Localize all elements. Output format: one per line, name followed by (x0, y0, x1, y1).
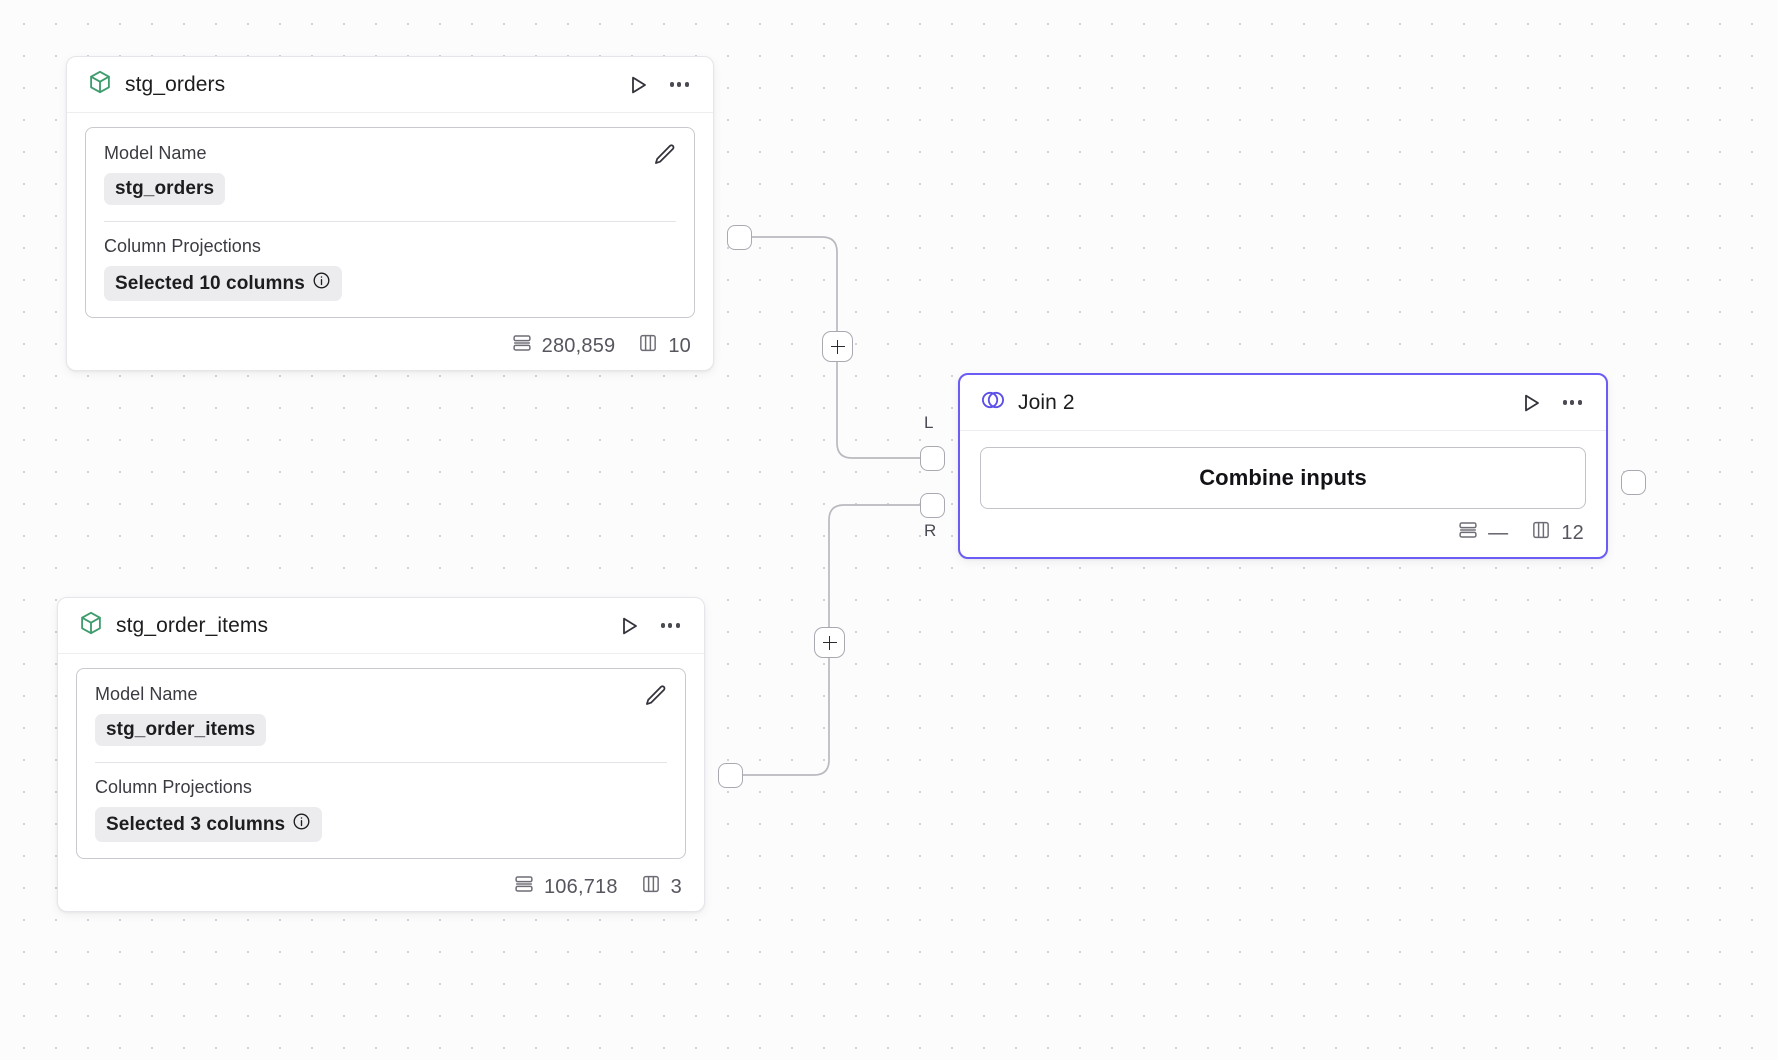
node-title: Join 2 (1018, 390, 1075, 414)
columns-count-icon (637, 332, 659, 360)
node-header: stg_orders (67, 57, 713, 113)
header-actions (615, 612, 684, 640)
port-input-join-left[interactable] (920, 446, 945, 471)
column-count-value: 3 (670, 875, 682, 898)
combine-inputs-button[interactable]: Combine inputs (980, 447, 1586, 509)
node-title: stg_orders (125, 72, 226, 96)
port-label-right: R (924, 521, 937, 540)
model-name-label: Model Name (104, 143, 207, 163)
node-header: stg_order_items (58, 598, 704, 654)
node-footer: — 12 (960, 515, 1606, 557)
config-box: Model Name stg_orders Column Projections… (85, 127, 695, 318)
node-body: Model Name stg_order_items Column Projec… (58, 654, 704, 869)
port-output-stg-order-items[interactable] (718, 763, 743, 788)
field-divider (95, 762, 667, 763)
node-footer: 106,718 3 (58, 869, 704, 911)
node-body: Model Name stg_orders Column Projections… (67, 113, 713, 328)
column-projections-value[interactable]: Selected 10 columns (104, 266, 342, 301)
column-projections-value[interactable]: Selected 3 columns (95, 807, 323, 842)
play-icon[interactable] (1517, 389, 1545, 417)
venn-icon (980, 387, 1006, 418)
node-stg-orders[interactable]: stg_orders Model Name (66, 56, 714, 371)
port-input-join-right[interactable] (920, 493, 945, 518)
rows-count-icon (511, 332, 533, 360)
model-name-label: Model Name (95, 684, 198, 704)
port-output-join-2[interactable] (1621, 470, 1646, 495)
node-header: Join 2 (960, 375, 1606, 431)
port-output-stg-orders[interactable] (727, 225, 752, 250)
row-count-value: 106,718 (543, 875, 618, 898)
model-name-value: stg_order_items (95, 714, 267, 746)
more-options-icon[interactable] (1559, 392, 1586, 412)
rows-count-icon (1457, 519, 1479, 547)
column-count-value: 10 (668, 334, 691, 357)
node-body: Combine inputs (960, 431, 1606, 515)
row-count-value: — (1488, 521, 1509, 544)
column-projections-label: Column Projections (104, 236, 261, 256)
field-divider (104, 221, 676, 222)
model-name-value: stg_orders (104, 173, 226, 205)
info-icon[interactable] (292, 812, 311, 837)
column-projections-label: Column Projections (95, 777, 252, 797)
node-title: stg_order_items (116, 613, 269, 637)
column-count-stat: 3 (640, 873, 682, 901)
columns-count-icon (640, 873, 662, 901)
row-count-stat: 280,859 (511, 332, 616, 360)
column-projections-text: Selected 10 columns (115, 272, 305, 294)
edge-add-button-upper[interactable] (822, 331, 853, 362)
play-icon[interactable] (615, 612, 643, 640)
column-count-value: 12 (1561, 521, 1584, 544)
port-label-left: L (924, 413, 934, 432)
pencil-edit-icon[interactable] (641, 681, 671, 711)
config-box: Model Name stg_order_items Column Projec… (76, 668, 686, 859)
more-options-icon[interactable] (666, 74, 693, 94)
edge-add-button-lower[interactable] (814, 627, 845, 658)
column-count-stat: 12 (1530, 519, 1584, 547)
row-count-stat: — (1457, 519, 1508, 547)
header-actions (1517, 389, 1586, 417)
column-count-stat: 10 (637, 332, 691, 360)
more-options-icon[interactable] (657, 615, 684, 635)
row-count-value: 280,859 (541, 334, 616, 357)
pencil-edit-icon[interactable] (650, 140, 680, 170)
node-join-2[interactable]: Join 2 Combine inputs (958, 373, 1608, 559)
cube-icon (78, 610, 104, 641)
column-projections-text: Selected 3 columns (106, 813, 286, 835)
row-count-stat: 106,718 (513, 873, 618, 901)
rows-count-icon (513, 873, 535, 901)
cube-icon (87, 69, 113, 100)
header-actions (624, 71, 693, 99)
node-footer: 280,859 10 (67, 328, 713, 370)
node-stg-order-items[interactable]: stg_order_items Model N (57, 597, 705, 912)
info-icon[interactable] (312, 271, 331, 296)
play-icon[interactable] (624, 71, 652, 99)
columns-count-icon (1530, 519, 1552, 547)
